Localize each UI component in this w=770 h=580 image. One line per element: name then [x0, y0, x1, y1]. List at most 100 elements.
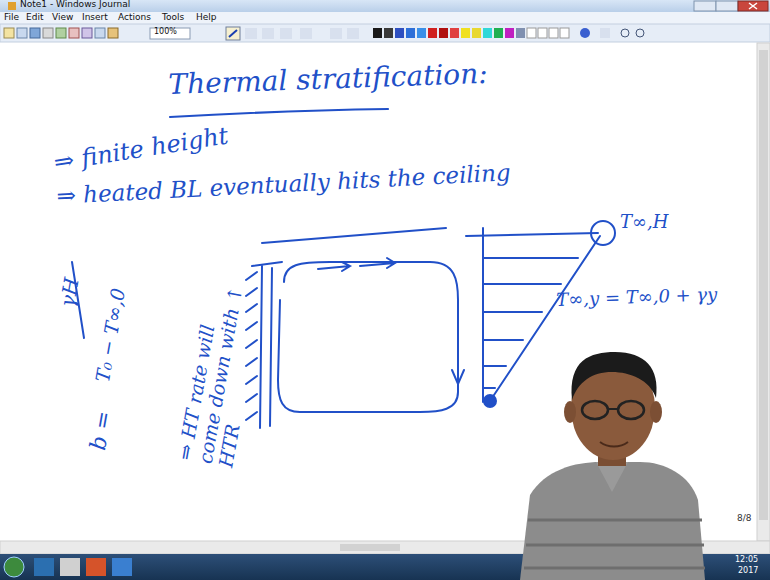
toolbar-icons	[43, 28, 53, 38]
color-palette	[450, 28, 459, 38]
window-buttons	[749, 3, 757, 9]
title-bar	[0, 0, 770, 12]
menu-item: Tools	[162, 13, 184, 23]
toolbar-icons	[4, 28, 14, 38]
clock: 2017	[738, 567, 758, 576]
menu-item: Actions	[118, 13, 151, 23]
color-palette	[505, 28, 514, 38]
presenter	[650, 401, 662, 423]
presenter	[564, 401, 576, 423]
window-buttons	[716, 1, 738, 11]
toolbar-icons	[245, 28, 257, 39]
zoom-level: 100%	[154, 28, 177, 37]
color-palette	[636, 29, 644, 37]
color-palette	[472, 28, 481, 38]
color-palette	[373, 28, 644, 38]
heading: Thermal stratification:	[168, 59, 488, 101]
presenter	[520, 352, 705, 580]
note-line: ⇒ HT rate will come down with ↑ HTR	[174, 276, 268, 469]
toolbar-icons	[82, 28, 92, 38]
taskbar-icons	[34, 558, 54, 576]
temperature-profile	[482, 228, 484, 402]
window-buttons	[738, 1, 768, 11]
color-palette	[373, 28, 382, 38]
scroll-thumb	[340, 544, 400, 551]
toolbar-icons	[262, 28, 274, 39]
toolbar-icons	[347, 28, 359, 39]
color-palette	[549, 28, 558, 38]
enclosure-sketch	[318, 262, 350, 271]
color-palette	[428, 28, 437, 38]
color-palette	[461, 28, 470, 38]
presenter	[520, 462, 705, 580]
enclosure-sketch	[452, 370, 464, 384]
toolbar-icons	[229, 30, 237, 37]
color-palette	[417, 28, 426, 38]
temperature-profile	[483, 258, 578, 388]
color-palette	[483, 28, 492, 38]
taskbar-icons	[60, 558, 80, 576]
color-palette	[516, 28, 525, 38]
window-buttons	[694, 1, 716, 11]
taskbar-icons	[4, 557, 132, 577]
toolbar-icons	[226, 27, 240, 40]
menu-bar	[0, 12, 770, 24]
temperature-label: T∞,H	[620, 212, 668, 232]
color-palette	[384, 28, 393, 38]
presenter	[582, 401, 608, 419]
page-number: 8/8	[737, 514, 751, 524]
presenter	[572, 352, 657, 400]
toolbar-icons	[108, 28, 118, 38]
toolbar-icons	[69, 28, 79, 38]
color-palette	[580, 28, 590, 38]
taskbar-icons	[112, 558, 132, 576]
enclosure-sketch	[360, 258, 395, 268]
presenter	[600, 442, 628, 447]
toolbar-icons	[17, 28, 27, 38]
presenter	[524, 520, 705, 568]
clock: 12:05	[735, 556, 758, 565]
color-palette	[439, 28, 448, 38]
enclosure-sketch	[246, 228, 464, 428]
color-palette	[560, 28, 569, 38]
toolbar	[0, 24, 770, 42]
menu-item: Edit	[26, 13, 43, 23]
menu-item: Help	[196, 13, 217, 23]
note-line: ⇒ heated BL eventually hits the ceiling	[56, 160, 511, 209]
toolbar-icons	[280, 28, 292, 39]
equation-part: b =	[86, 409, 117, 452]
enclosure-sketch	[270, 268, 272, 426]
presenter	[608, 408, 618, 410]
enclosure-sketch	[278, 262, 458, 412]
presenter	[618, 401, 644, 419]
window-title: Note1 - Windows Journal	[20, 0, 130, 10]
temperature-profile	[466, 233, 598, 236]
toolbar-icons	[95, 28, 105, 38]
color-palette	[538, 28, 547, 38]
toolbar-icons	[56, 28, 66, 38]
menu-item: View	[52, 13, 73, 23]
title-underline	[170, 109, 388, 117]
enclosure-sketch	[252, 262, 282, 266]
profile-equation: T∞,y = T∞,0 + γy	[556, 284, 718, 309]
enclosure-sketch	[262, 228, 446, 243]
presenter	[596, 462, 628, 492]
enclosure-sketch	[246, 272, 257, 420]
color-palette	[527, 28, 536, 38]
scroll-thumb	[759, 50, 768, 520]
taskbar-icons	[86, 558, 106, 576]
window-buttons	[694, 1, 768, 11]
temperature-profile	[591, 221, 615, 245]
color-palette	[494, 28, 503, 38]
equation-part: T₀ − T∞,0	[92, 287, 129, 384]
toolbar-icons	[330, 28, 342, 39]
app-icon	[8, 2, 16, 10]
toolbar-icons	[300, 28, 312, 39]
toolbar-icons	[150, 28, 190, 39]
color-palette	[600, 28, 610, 38]
equation-part: γH	[56, 276, 83, 309]
color-palette	[406, 28, 415, 38]
note-line: ⇒ finite height	[52, 122, 230, 176]
toolbar-icons	[30, 28, 40, 38]
